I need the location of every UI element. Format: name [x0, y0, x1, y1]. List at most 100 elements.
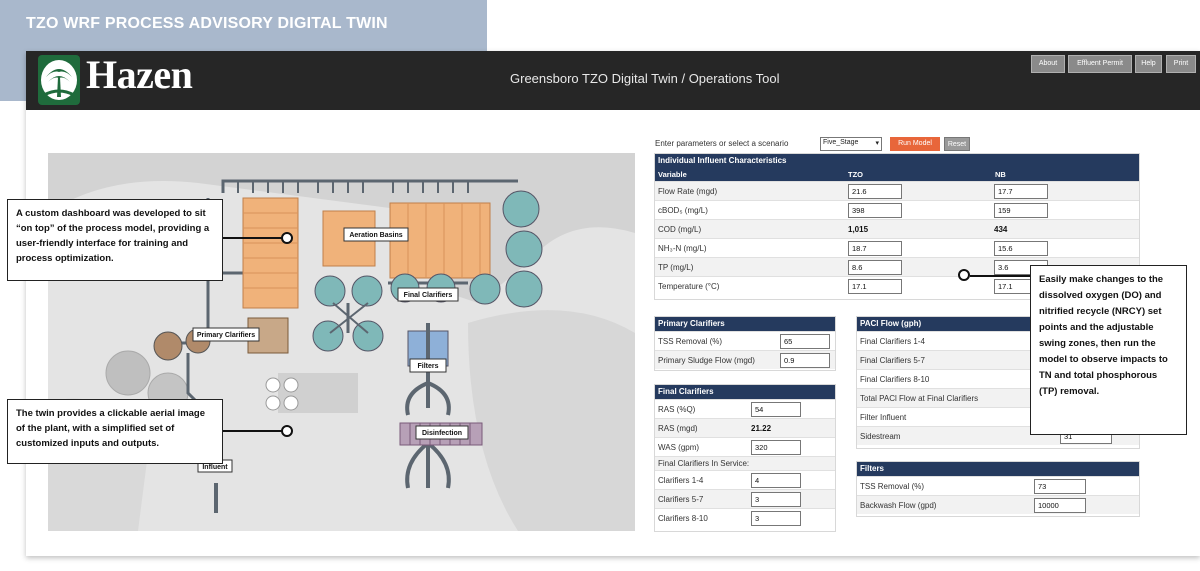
col-variable: Variable: [658, 170, 687, 179]
scenario-prompt: Enter parameters or select a scenario: [655, 139, 789, 148]
ras-pct-input[interactable]: 54: [751, 402, 801, 417]
disinfection-label[interactable]: Disinfection: [422, 430, 462, 437]
primary-clarifiers-label[interactable]: Primary Clarifiers: [197, 332, 255, 339]
effluent-permit-button[interactable]: Effluent Permit: [1068, 55, 1132, 73]
filters-panel: Filters TSS Removal (%) 73 Backwash Flow …: [856, 461, 1140, 517]
tzo-nh3-input[interactable]: 18.7: [848, 241, 902, 256]
row-label: COD (mg/L): [658, 225, 702, 234]
primary-tss-input[interactable]: 65: [780, 334, 830, 349]
table-row: Final Clarifiers 1-4: [857, 331, 1139, 350]
row-label: Final Clarifiers In Service:: [658, 459, 750, 468]
was-input[interactable]: 320: [751, 440, 801, 455]
influent-title: Individual Influent Characteristics: [655, 154, 1139, 168]
callout-marker: [958, 269, 970, 281]
app-title: Greensboro TZO Digital Twin / Operations…: [510, 71, 780, 86]
tzo-temp-input[interactable]: 17.1: [848, 279, 902, 294]
influent-panel: Individual Influent Characteristics Vari…: [654, 153, 1140, 300]
clarifiers-8-10-input[interactable]: 3: [751, 511, 801, 526]
row-label: Temperature (°C): [658, 282, 720, 291]
row-label: Flow Rate (mgd): [658, 187, 718, 196]
table-row: Backwash Flow (gpd) 10000: [857, 495, 1139, 514]
table-row: Final Clarifiers In Service:: [655, 456, 835, 470]
logo-wordmark: Hazen: [86, 52, 193, 97]
help-button[interactable]: Help: [1135, 55, 1162, 73]
row-label: RAS (%Q): [658, 405, 696, 414]
row-label: Final Clarifiers 8-10: [860, 375, 930, 384]
table-row: Final Clarifiers 8-10: [857, 369, 1139, 388]
tzo-flow-input[interactable]: 21.6: [848, 184, 902, 199]
col-nb: NB: [995, 170, 1006, 179]
tzo-cod-value: 1,015: [848, 225, 869, 234]
callout-dashboard: A custom dashboard was developed to sit …: [7, 199, 223, 281]
hazen-logo-icon: [38, 55, 80, 105]
row-label: Final Clarifiers 5-7: [860, 356, 925, 365]
app-header: Hazen Greensboro TZO Digital Twin / Oper…: [26, 51, 1200, 110]
final-title: Final Clarifiers: [655, 385, 835, 399]
influent-column-headers: Variable TZO NB: [655, 168, 1139, 181]
clarifiers-5-7-input[interactable]: 3: [751, 492, 801, 507]
table-row: COD (mg/L) 1,015 434: [655, 219, 1139, 238]
backwash-input[interactable]: 10000: [1034, 498, 1086, 513]
tzo-cbod-input[interactable]: 398: [848, 203, 902, 218]
clarifiers-1-4-input[interactable]: 4: [751, 473, 801, 488]
run-model-button[interactable]: Run Model: [890, 137, 940, 151]
about-button[interactable]: About: [1031, 55, 1065, 73]
table-row: RAS (mgd) 21.22: [655, 418, 835, 437]
row-label: Clarifiers 8-10: [658, 514, 708, 523]
row-label: Backwash Flow (gpd): [860, 501, 937, 510]
row-label: Filter Influent: [860, 413, 907, 422]
row-label: TP (mg/L): [658, 263, 694, 272]
row-label: TSS Removal (%): [860, 482, 925, 491]
influent-label[interactable]: Influent: [202, 464, 228, 471]
col-tzo: TZO: [848, 170, 863, 179]
table-row: Filter Influent: [857, 407, 1139, 426]
filters-label[interactable]: Filters: [417, 363, 438, 370]
filters-title: Filters: [857, 462, 1139, 476]
chevron-down-icon: ▾: [875, 140, 879, 147]
primary-clarifiers-panel: Primary Clarifiers TSS Removal (%) 65 Pri…: [654, 316, 836, 371]
row-label: cBOD₅ (mg/L): [658, 206, 708, 215]
table-row: Clarifiers 8-10 3: [655, 508, 835, 527]
callout-setpoints: Easily make changes to the dissolved oxy…: [1030, 265, 1187, 435]
nb-flow-input[interactable]: 17.7: [994, 184, 1048, 199]
table-row: NH₃-N (mg/L) 18.7 15.6: [655, 238, 1139, 257]
nb-cbod-input[interactable]: 159: [994, 203, 1048, 218]
table-row: Flow Rate (mgd) 21.6 17.7: [655, 181, 1139, 200]
primary-title: Primary Clarifiers: [655, 317, 835, 331]
ras-mgd-value: 21.22: [751, 424, 772, 433]
table-row: WAS (gpm) 320: [655, 437, 835, 456]
callout-marker: [281, 425, 293, 437]
table-row: Primary Sludge Flow (mgd) 0.9: [655, 350, 835, 369]
row-label: Clarifiers 5-7: [658, 495, 704, 504]
table-row: TSS Removal (%) 65: [655, 331, 835, 350]
primary-sludge-input[interactable]: 0.9: [780, 353, 830, 368]
table-row: RAS (%Q) 54: [655, 399, 835, 418]
table-row: TSS Removal (%) 73: [857, 476, 1139, 495]
row-label: Final Clarifiers 1-4: [860, 337, 925, 346]
callout-connector: [223, 430, 285, 432]
row-label: Total PACl Flow at Final Clarifiers: [860, 394, 979, 403]
row-label: NH₃-N (mg/L): [658, 244, 707, 253]
callout-aerial-image: The twin provides a clickable aerial ima…: [7, 399, 223, 464]
scenario-value: Five_Stage: [823, 139, 859, 146]
nb-cod-value: 434: [994, 225, 1008, 234]
final-clarifiers-panel: Final Clarifiers RAS (%Q) 54 RAS (mgd) 21.…: [654, 384, 836, 532]
row-label: TSS Removal (%): [658, 337, 723, 346]
row-label: WAS (gpm): [658, 443, 700, 452]
reset-button[interactable]: Reset: [944, 137, 970, 151]
tzo-tp-input[interactable]: 8.6: [848, 260, 902, 275]
print-button[interactable]: Print: [1166, 55, 1196, 73]
aeration-basins-label[interactable]: Aeration Basins: [349, 232, 402, 239]
scenario-select[interactable]: Five_Stage ▾: [820, 137, 882, 151]
final-clarifiers-label[interactable]: Final Clarifiers: [404, 292, 453, 299]
nb-nh3-input[interactable]: 15.6: [994, 241, 1048, 256]
callout-marker: [281, 232, 293, 244]
table-row: cBOD₅ (mg/L) 398 159: [655, 200, 1139, 219]
table-row: Clarifiers 5-7 3: [655, 489, 835, 508]
filter-tss-input[interactable]: 73: [1034, 479, 1086, 494]
callout-connector: [223, 237, 285, 239]
row-label: Primary Sludge Flow (mgd): [658, 356, 755, 365]
plant-aerial-map[interactable]: Aeration Basins Final Clarifiers Primary…: [48, 153, 635, 531]
row-label: RAS (mgd): [658, 424, 698, 433]
